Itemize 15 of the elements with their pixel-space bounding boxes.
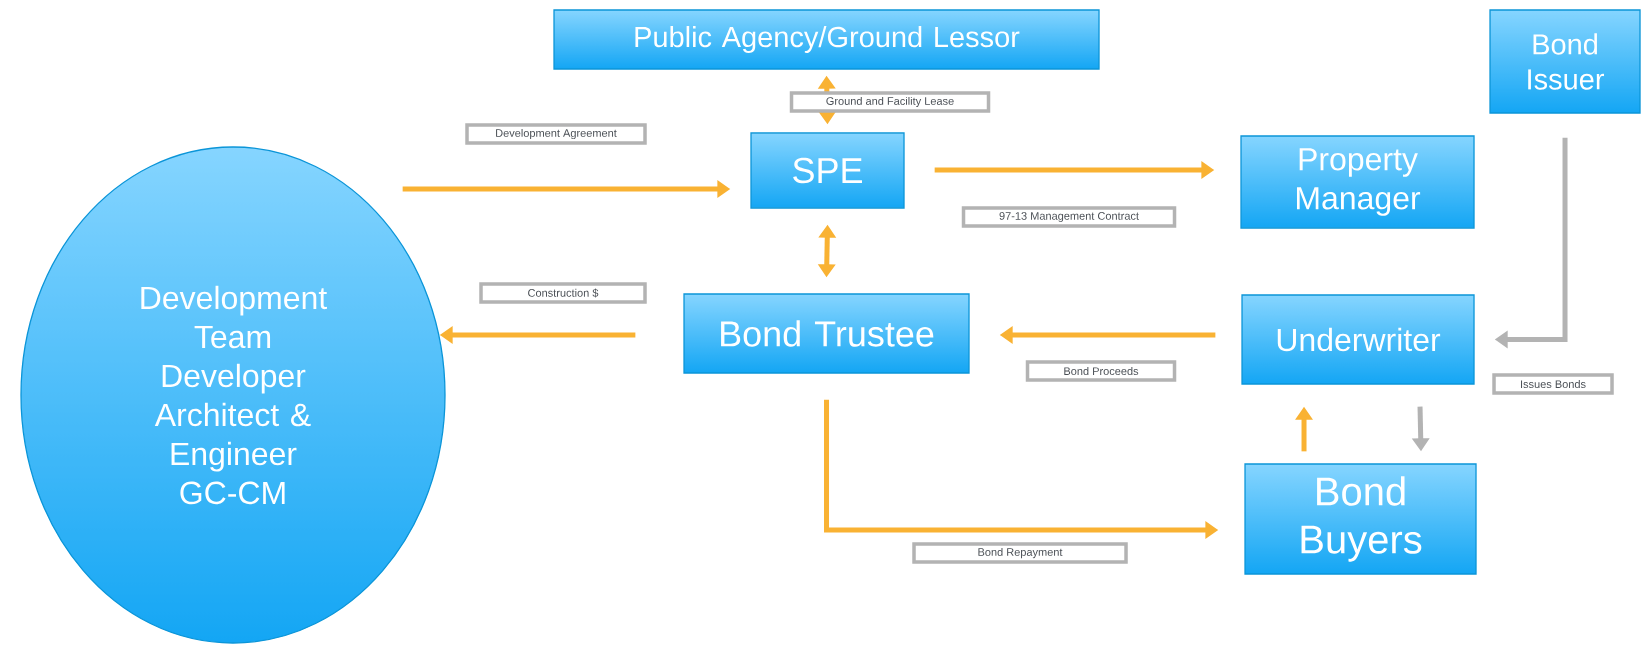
edge-label: Construction $ [479, 282, 647, 304]
process-box: Public Agency/Ground Lessor [553, 9, 1100, 70]
process-box: Property Manager [1240, 135, 1475, 229]
process-box: Underwriter [1241, 294, 1475, 385]
edge-label: Bond Repayment [912, 542, 1128, 564]
edge-label: 97-13 Management Contract [961, 206, 1177, 228]
edge-label: Ground and Facility Lease [789, 91, 991, 113]
process-box: Bond Issuer [1489, 9, 1641, 114]
edge-label: Issues Bonds [1492, 373, 1614, 395]
ellipse-node: Development Team Developer Architect & Engineer GC-CM [20, 146, 446, 644]
process-box: Bond Trustee [683, 293, 970, 374]
process-box: Bond Buyers [1244, 463, 1477, 575]
process-box: SPE [750, 132, 905, 209]
edge-label: Development Agreement [465, 123, 647, 145]
edge-label: Bond Proceeds [1025, 360, 1177, 382]
